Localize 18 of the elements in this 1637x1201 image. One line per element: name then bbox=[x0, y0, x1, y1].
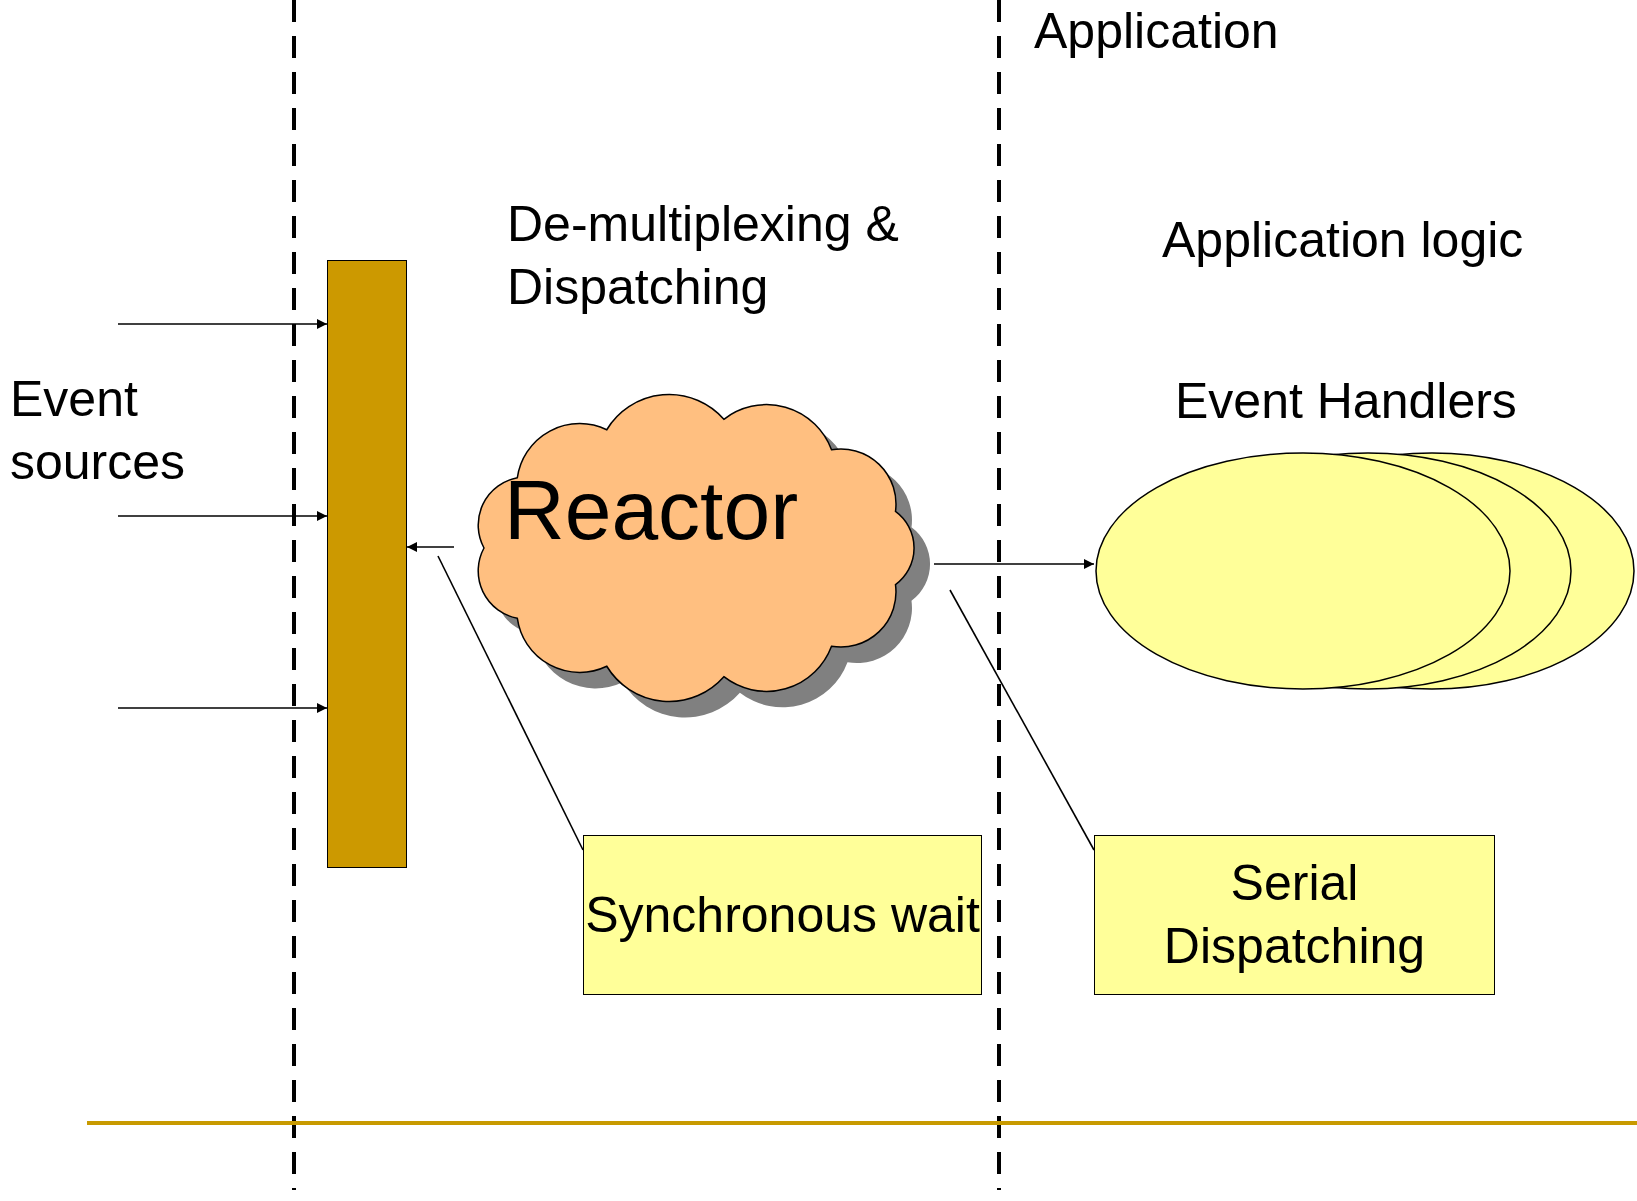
note-box bbox=[583, 835, 982, 995]
cloud-label: Reactor bbox=[504, 462, 799, 559]
leader-line bbox=[437, 555, 584, 851]
arrow bbox=[117, 511, 328, 521]
note-box bbox=[1094, 835, 1495, 995]
arrow bbox=[117, 703, 328, 713]
text-label: Application logic bbox=[1162, 211, 1525, 270]
arrow bbox=[933, 559, 1095, 569]
text-label: De-multiplexing & Dispatching bbox=[507, 195, 900, 317]
leader-line bbox=[949, 589, 1095, 851]
arrow bbox=[406, 542, 455, 552]
note-text: Serial Dispatching bbox=[1162, 854, 1427, 976]
text-label: Event sources bbox=[10, 370, 187, 492]
text-label: Event Handlers bbox=[1175, 372, 1518, 431]
arrow bbox=[117, 319, 328, 329]
text-label: Application bbox=[1034, 2, 1280, 61]
event-bar bbox=[327, 260, 407, 868]
note-text: Synchronous wait bbox=[584, 885, 981, 945]
